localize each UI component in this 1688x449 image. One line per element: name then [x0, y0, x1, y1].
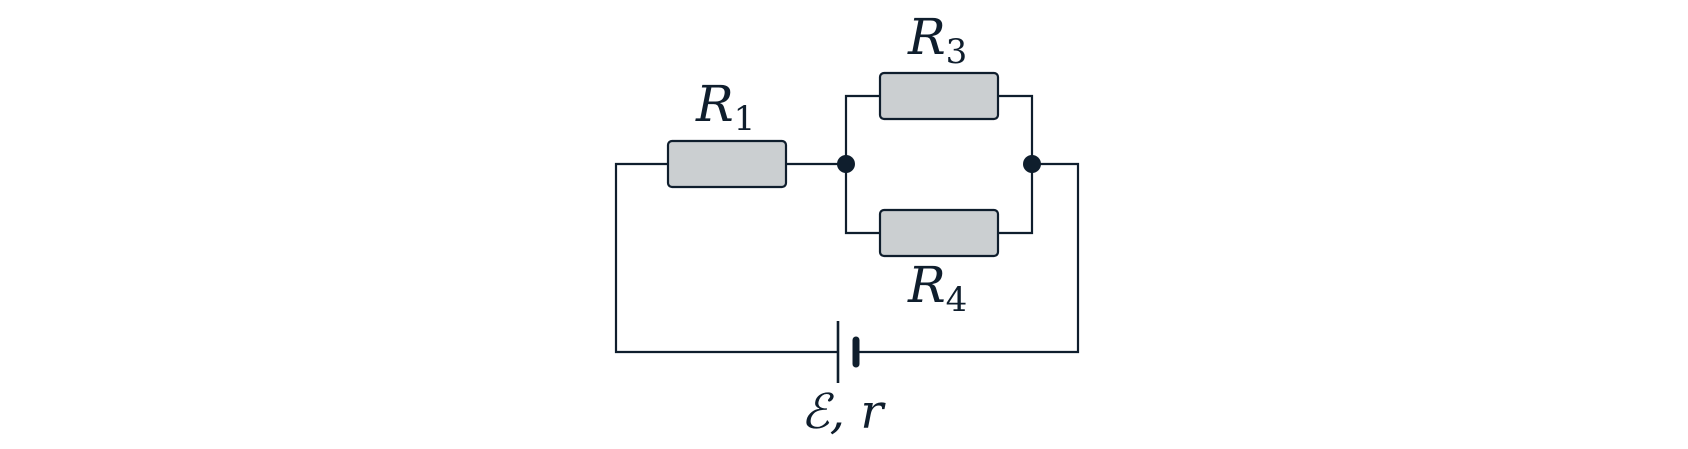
label-r3: R3: [907, 8, 967, 72]
wire-left-loop: [614, 162, 838, 354]
label-r4-main: R: [907, 256, 946, 314]
label-r3-main: R: [907, 8, 946, 66]
label-r1-sub: 1: [734, 99, 756, 139]
junction-node-icon: [1023, 155, 1041, 173]
label-r4: R4: [907, 256, 967, 320]
label-source: ℰ, r: [801, 384, 887, 440]
resistor-r1: [666, 139, 788, 189]
wire-right-loop: [854, 162, 1080, 354]
resistor-r4: [878, 208, 1000, 258]
label-r1: R1: [695, 75, 755, 139]
label-r4-sub: 4: [946, 280, 968, 320]
junction-node-icon: [837, 155, 855, 173]
label-r3-sub: 3: [946, 32, 968, 72]
label-r1-main: R: [695, 75, 734, 133]
resistor-r3: [878, 71, 1000, 121]
battery-symbol-icon: [836, 321, 860, 383]
